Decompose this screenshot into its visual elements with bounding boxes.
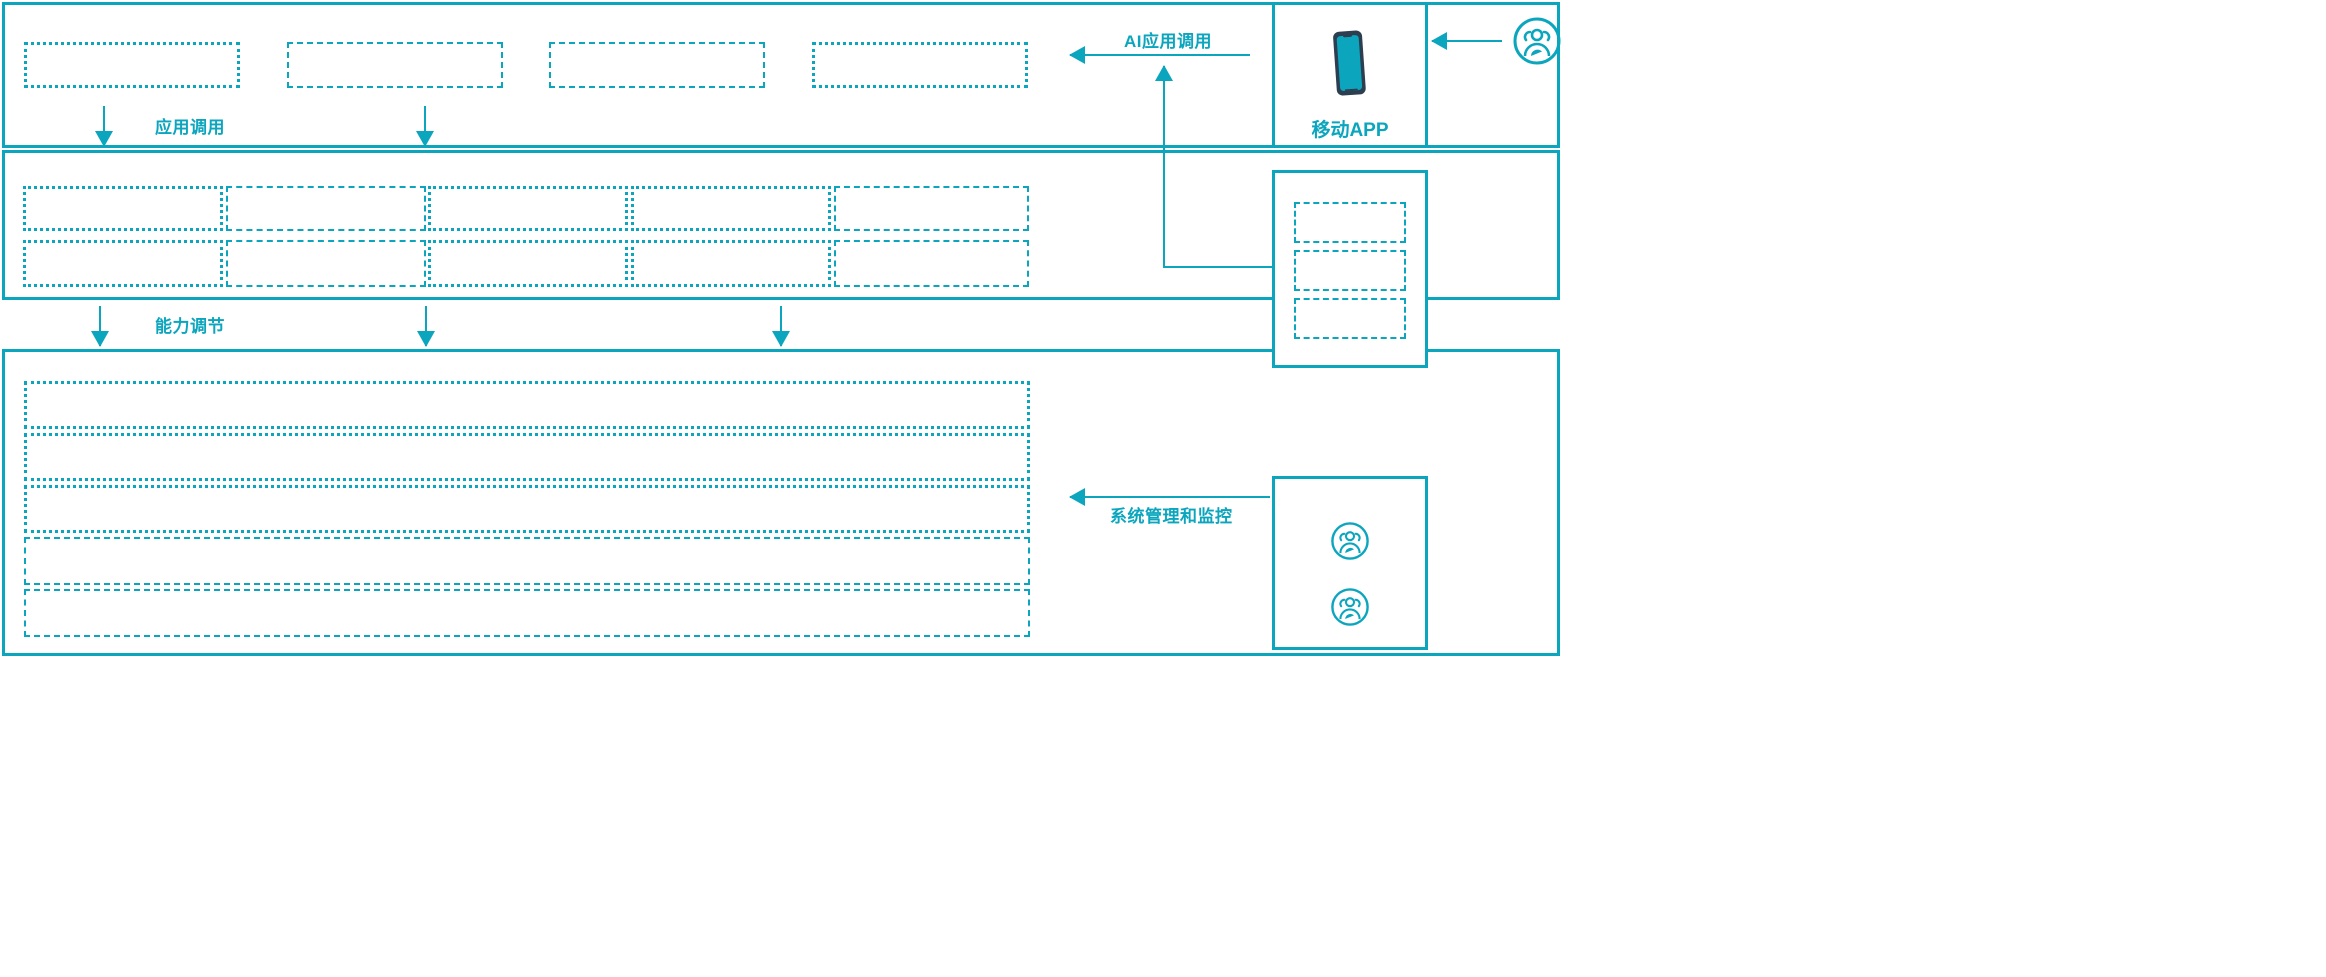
service-uplink-elbow: [1163, 266, 1273, 268]
application-box-2[interactable]: [287, 42, 503, 88]
app-call-label: 应用调用: [155, 118, 225, 137]
capability-box-7[interactable]: [226, 240, 426, 287]
capability-box-9[interactable]: [631, 240, 831, 287]
ai-app-call-label: AI应用调用: [1124, 32, 1212, 51]
capability-adjust-arrow-2: [425, 306, 427, 346]
system-manage-label: 系统管理和监控: [1110, 507, 1233, 526]
service-box-3[interactable]: [1294, 298, 1406, 339]
external-actor-arrow: [1432, 40, 1502, 42]
service-box-1[interactable]: [1294, 202, 1406, 243]
capability-box-1[interactable]: [23, 186, 223, 231]
capability-box-8[interactable]: [428, 240, 628, 287]
platform-band-5[interactable]: [24, 589, 1030, 637]
capability-adjust-arrow-1: [99, 306, 101, 346]
mobile-app-label: 移动APP: [1311, 120, 1389, 141]
capability-box-6[interactable]: [23, 240, 223, 287]
platform-band-2[interactable]: [24, 433, 1030, 481]
admin-actor-icon-1: [1330, 521, 1370, 561]
service-box-2[interactable]: [1294, 250, 1406, 291]
admin-panel: [1272, 476, 1428, 650]
smartphone-icon: [1328, 28, 1372, 100]
ai-app-call-arrow: [1070, 54, 1250, 56]
admin-actor-icon-2: [1330, 587, 1370, 627]
capability-box-4[interactable]: [631, 186, 831, 231]
capability-box-5[interactable]: [834, 186, 1029, 231]
platform-band-3[interactable]: [24, 485, 1030, 533]
app-call-arrow-1: [103, 106, 105, 146]
platform-band-4[interactable]: [24, 537, 1030, 585]
capability-box-10[interactable]: [834, 240, 1029, 287]
capability-box-3[interactable]: [428, 186, 628, 231]
application-box-3[interactable]: [549, 42, 765, 88]
capability-adjust-arrow-3: [780, 306, 782, 346]
app-call-arrow-2: [424, 106, 426, 146]
application-box-4[interactable]: [812, 42, 1028, 88]
application-box-1[interactable]: [24, 42, 240, 88]
capability-adjust-label: 能力调节: [155, 317, 225, 336]
system-manage-arrow: [1070, 496, 1270, 498]
external-actor-icon: [1512, 16, 1562, 66]
service-uplink-arrow: [1163, 66, 1165, 268]
capability-box-2[interactable]: [226, 186, 426, 231]
platform-band-1[interactable]: [24, 381, 1030, 429]
